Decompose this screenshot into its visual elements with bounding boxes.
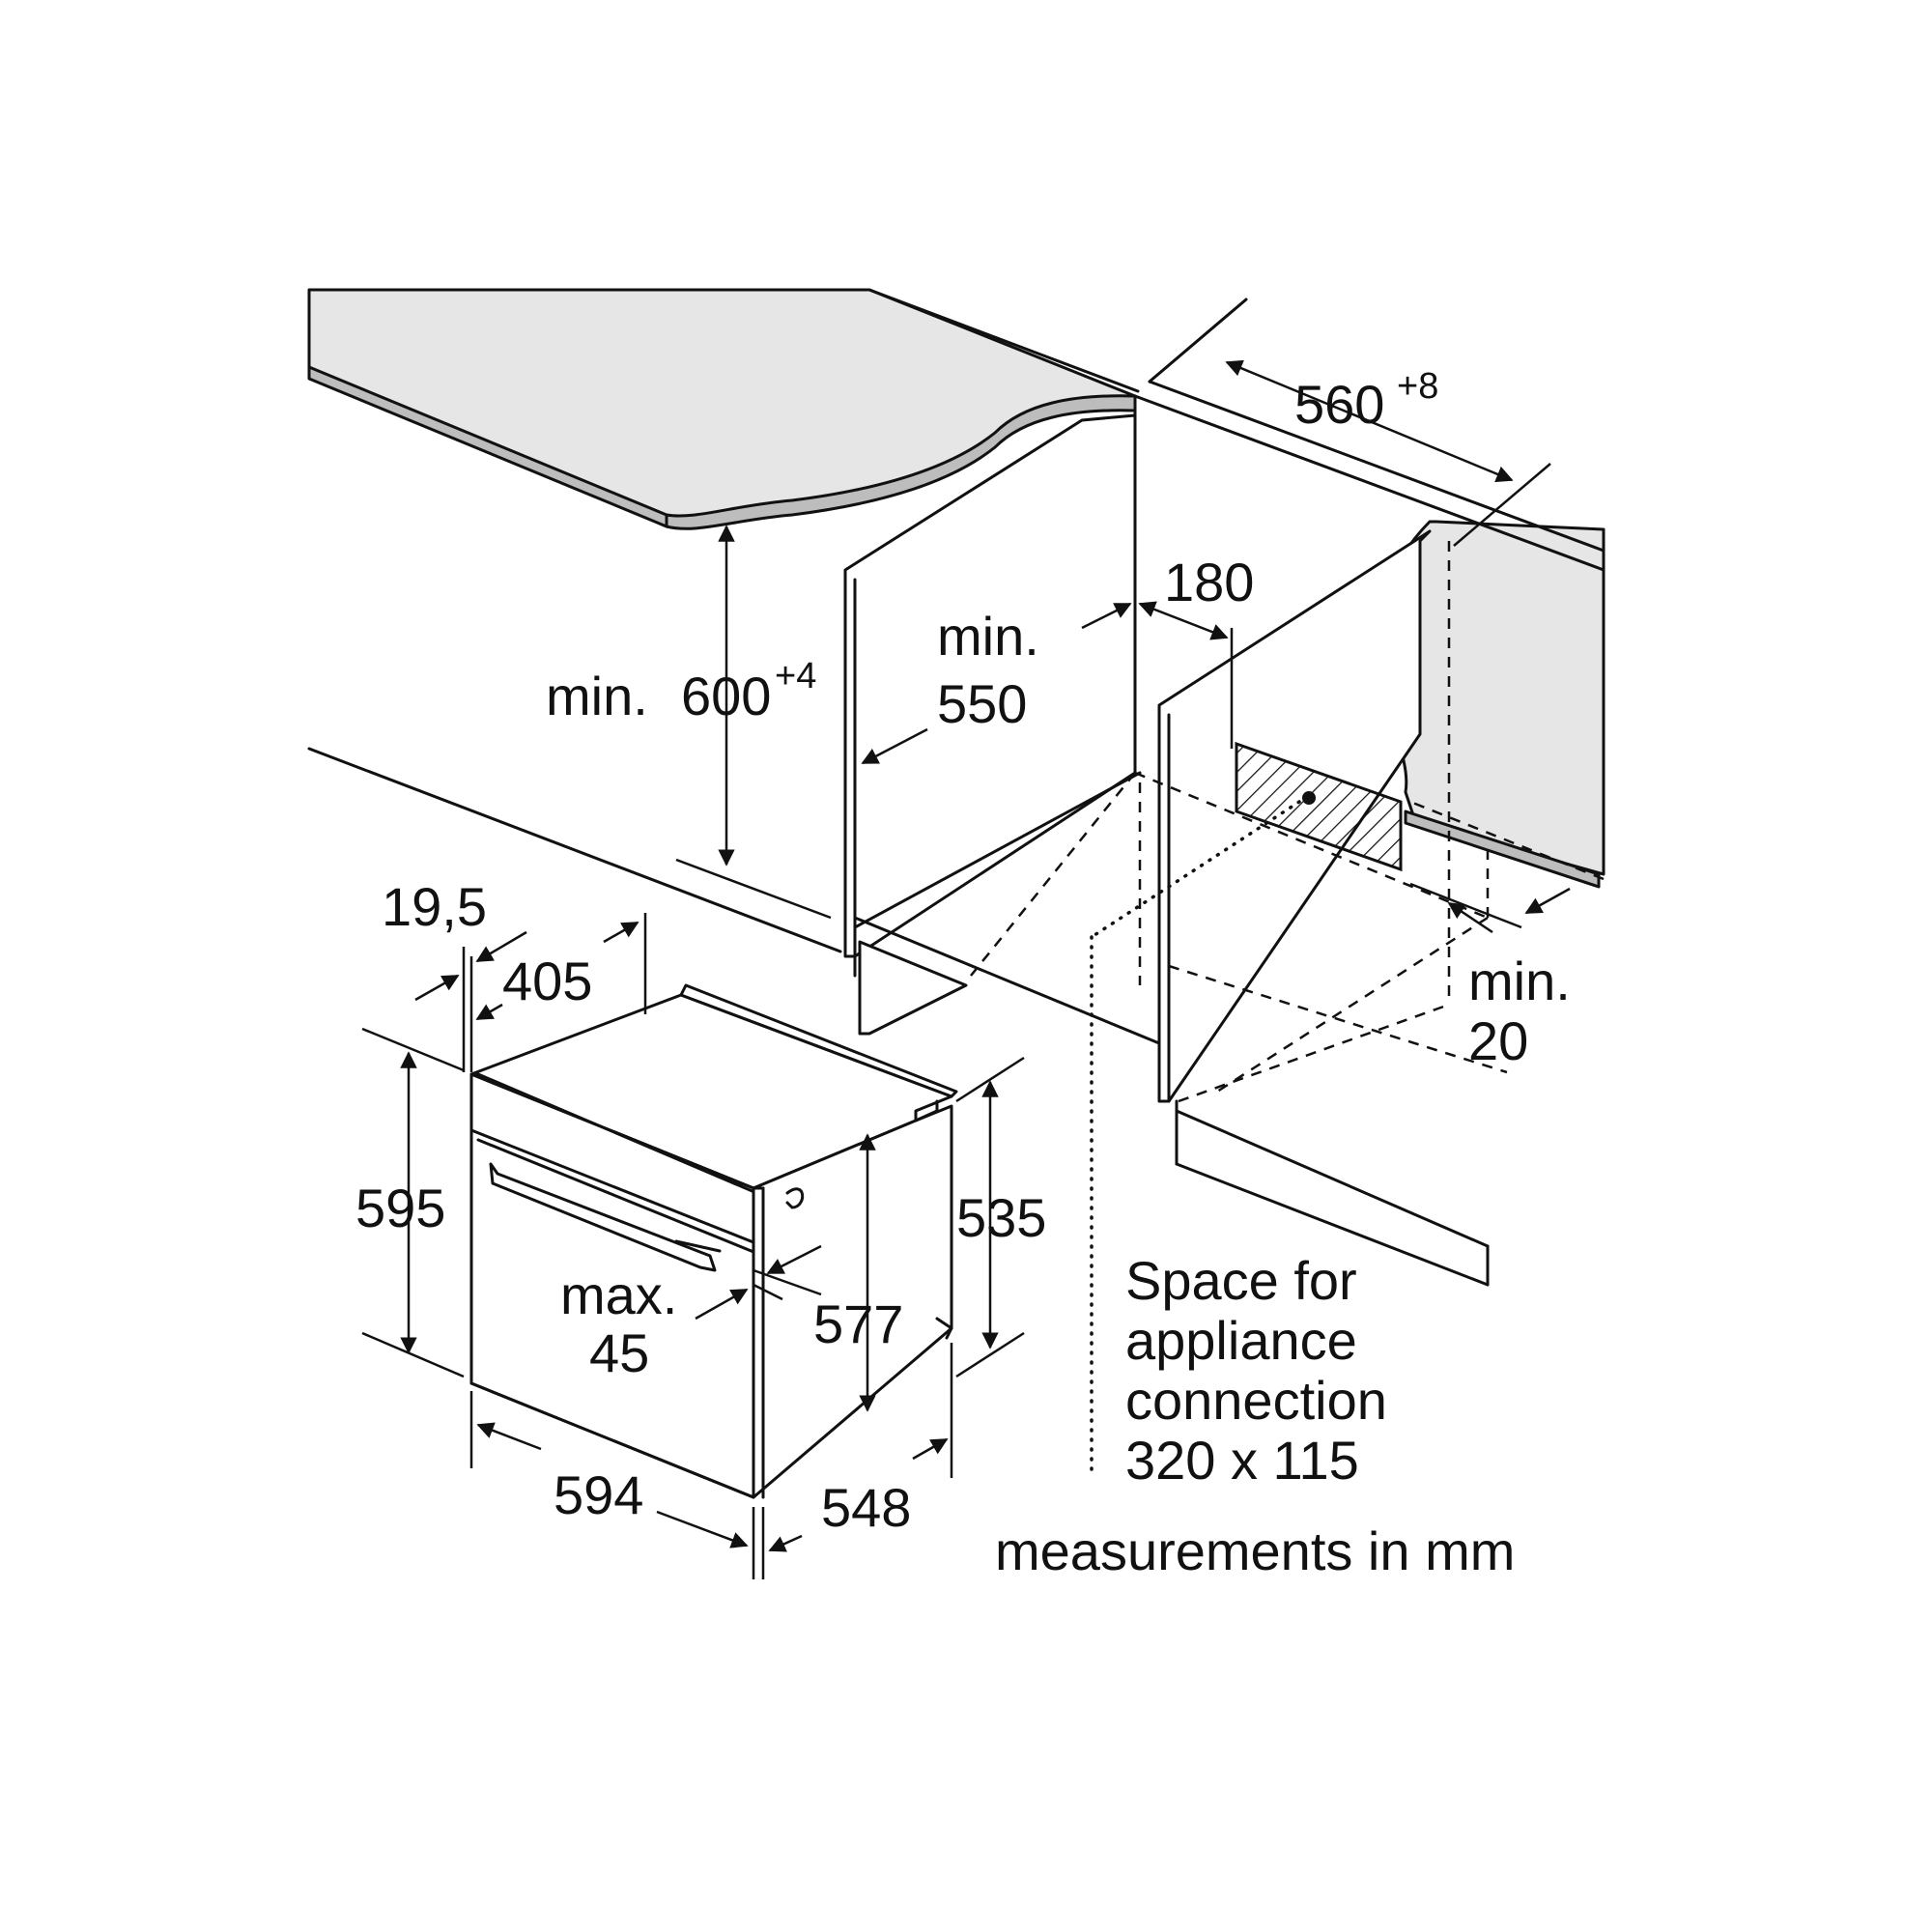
label-594: 594: [554, 1464, 643, 1525]
label-405: 405: [502, 951, 592, 1011]
units-footnote: measurements in mm: [995, 1520, 1515, 1581]
right-worktop: [1378, 520, 1605, 889]
label-550-line2: 550: [937, 673, 1027, 734]
oven: [469, 983, 958, 1499]
label-560: 560: [1294, 374, 1384, 435]
label-600: 600: [681, 666, 771, 726]
connection-note-line4: 320 x 115: [1125, 1430, 1359, 1491]
label-min20-line2: 20: [1468, 1010, 1528, 1071]
label-19-5: 19,5: [382, 876, 487, 937]
label-max45-line1: max.: [560, 1264, 677, 1325]
label-180: 180: [1164, 552, 1254, 612]
label-min20-line1: min.: [1468, 951, 1571, 1011]
label-548: 548: [821, 1477, 911, 1538]
connection-note-line1: Space for: [1125, 1250, 1357, 1311]
connection-note-line2: appliance: [1125, 1310, 1357, 1371]
label-max45-line2: 45: [589, 1322, 649, 1383]
connection-box: [1090, 741, 1403, 1480]
label-535: 535: [956, 1187, 1046, 1248]
dimension-labels: 560 +8 min. 600 +4 min. 550 180 min. 20 …: [355, 366, 1571, 1538]
connection-note-line3: connection: [1125, 1370, 1387, 1431]
connection-space-note: Space for appliance connection 320 x 115: [1125, 1250, 1387, 1491]
label-550-line1: min.: [937, 606, 1039, 667]
label-595: 595: [355, 1178, 445, 1238]
label-560-tolerance: +8: [1397, 366, 1438, 407]
label-600-prefix: min.: [546, 666, 648, 726]
hidden-outline: [970, 541, 1605, 1103]
label-577: 577: [813, 1293, 903, 1354]
label-600-tolerance: +4: [775, 656, 816, 696]
dimension-lines: [361, 298, 1571, 1579]
